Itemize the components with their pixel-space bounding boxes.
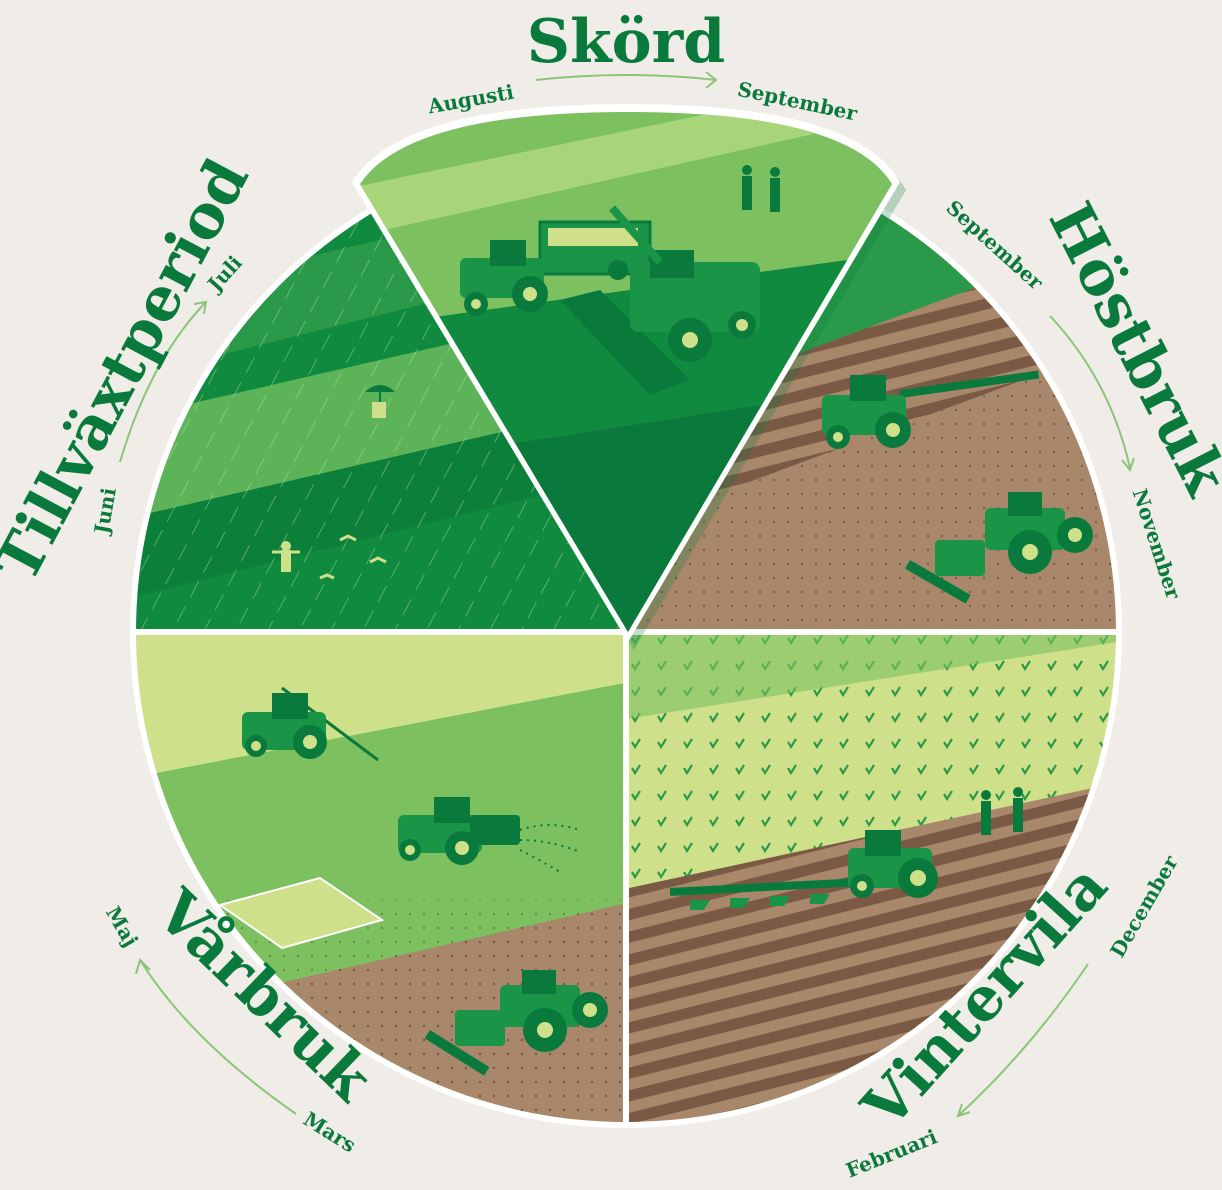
skord-arrow <box>535 71 718 89</box>
varbruk-from-month: Mars <box>299 1107 360 1158</box>
vintervila-from-month: December <box>1105 851 1183 962</box>
bird-icon <box>319 573 335 580</box>
tillvaxtperiod-arrow <box>119 300 208 463</box>
varbruk-to-month: Maj <box>101 902 143 951</box>
hostbruk-to-month: November <box>1128 486 1186 603</box>
tractor-trailer-icon <box>460 220 652 316</box>
tractor-seed-drill-icon <box>424 970 608 1076</box>
tractor-plough-icon <box>669 830 938 910</box>
bird-icon <box>339 534 357 542</box>
scarecrow-icon <box>272 541 300 572</box>
bird-icon <box>369 556 387 564</box>
tractor-seed-drill-icon <box>905 492 1093 604</box>
farmer-umbrella-icon <box>365 385 395 418</box>
hostbruk-arrow <box>1049 315 1135 473</box>
varbruk-arrow <box>135 958 297 1115</box>
tractor-plough-icon <box>822 370 1040 449</box>
skord-title: Skörd <box>527 7 726 77</box>
tractor-spreader-icon <box>398 797 581 873</box>
combine-harvester-icon <box>560 205 760 395</box>
farmer-icon <box>981 787 1023 835</box>
tractor-sprayer-icon <box>242 686 379 762</box>
farmer-icon <box>742 165 780 212</box>
vintervila-arrow <box>956 963 1089 1118</box>
